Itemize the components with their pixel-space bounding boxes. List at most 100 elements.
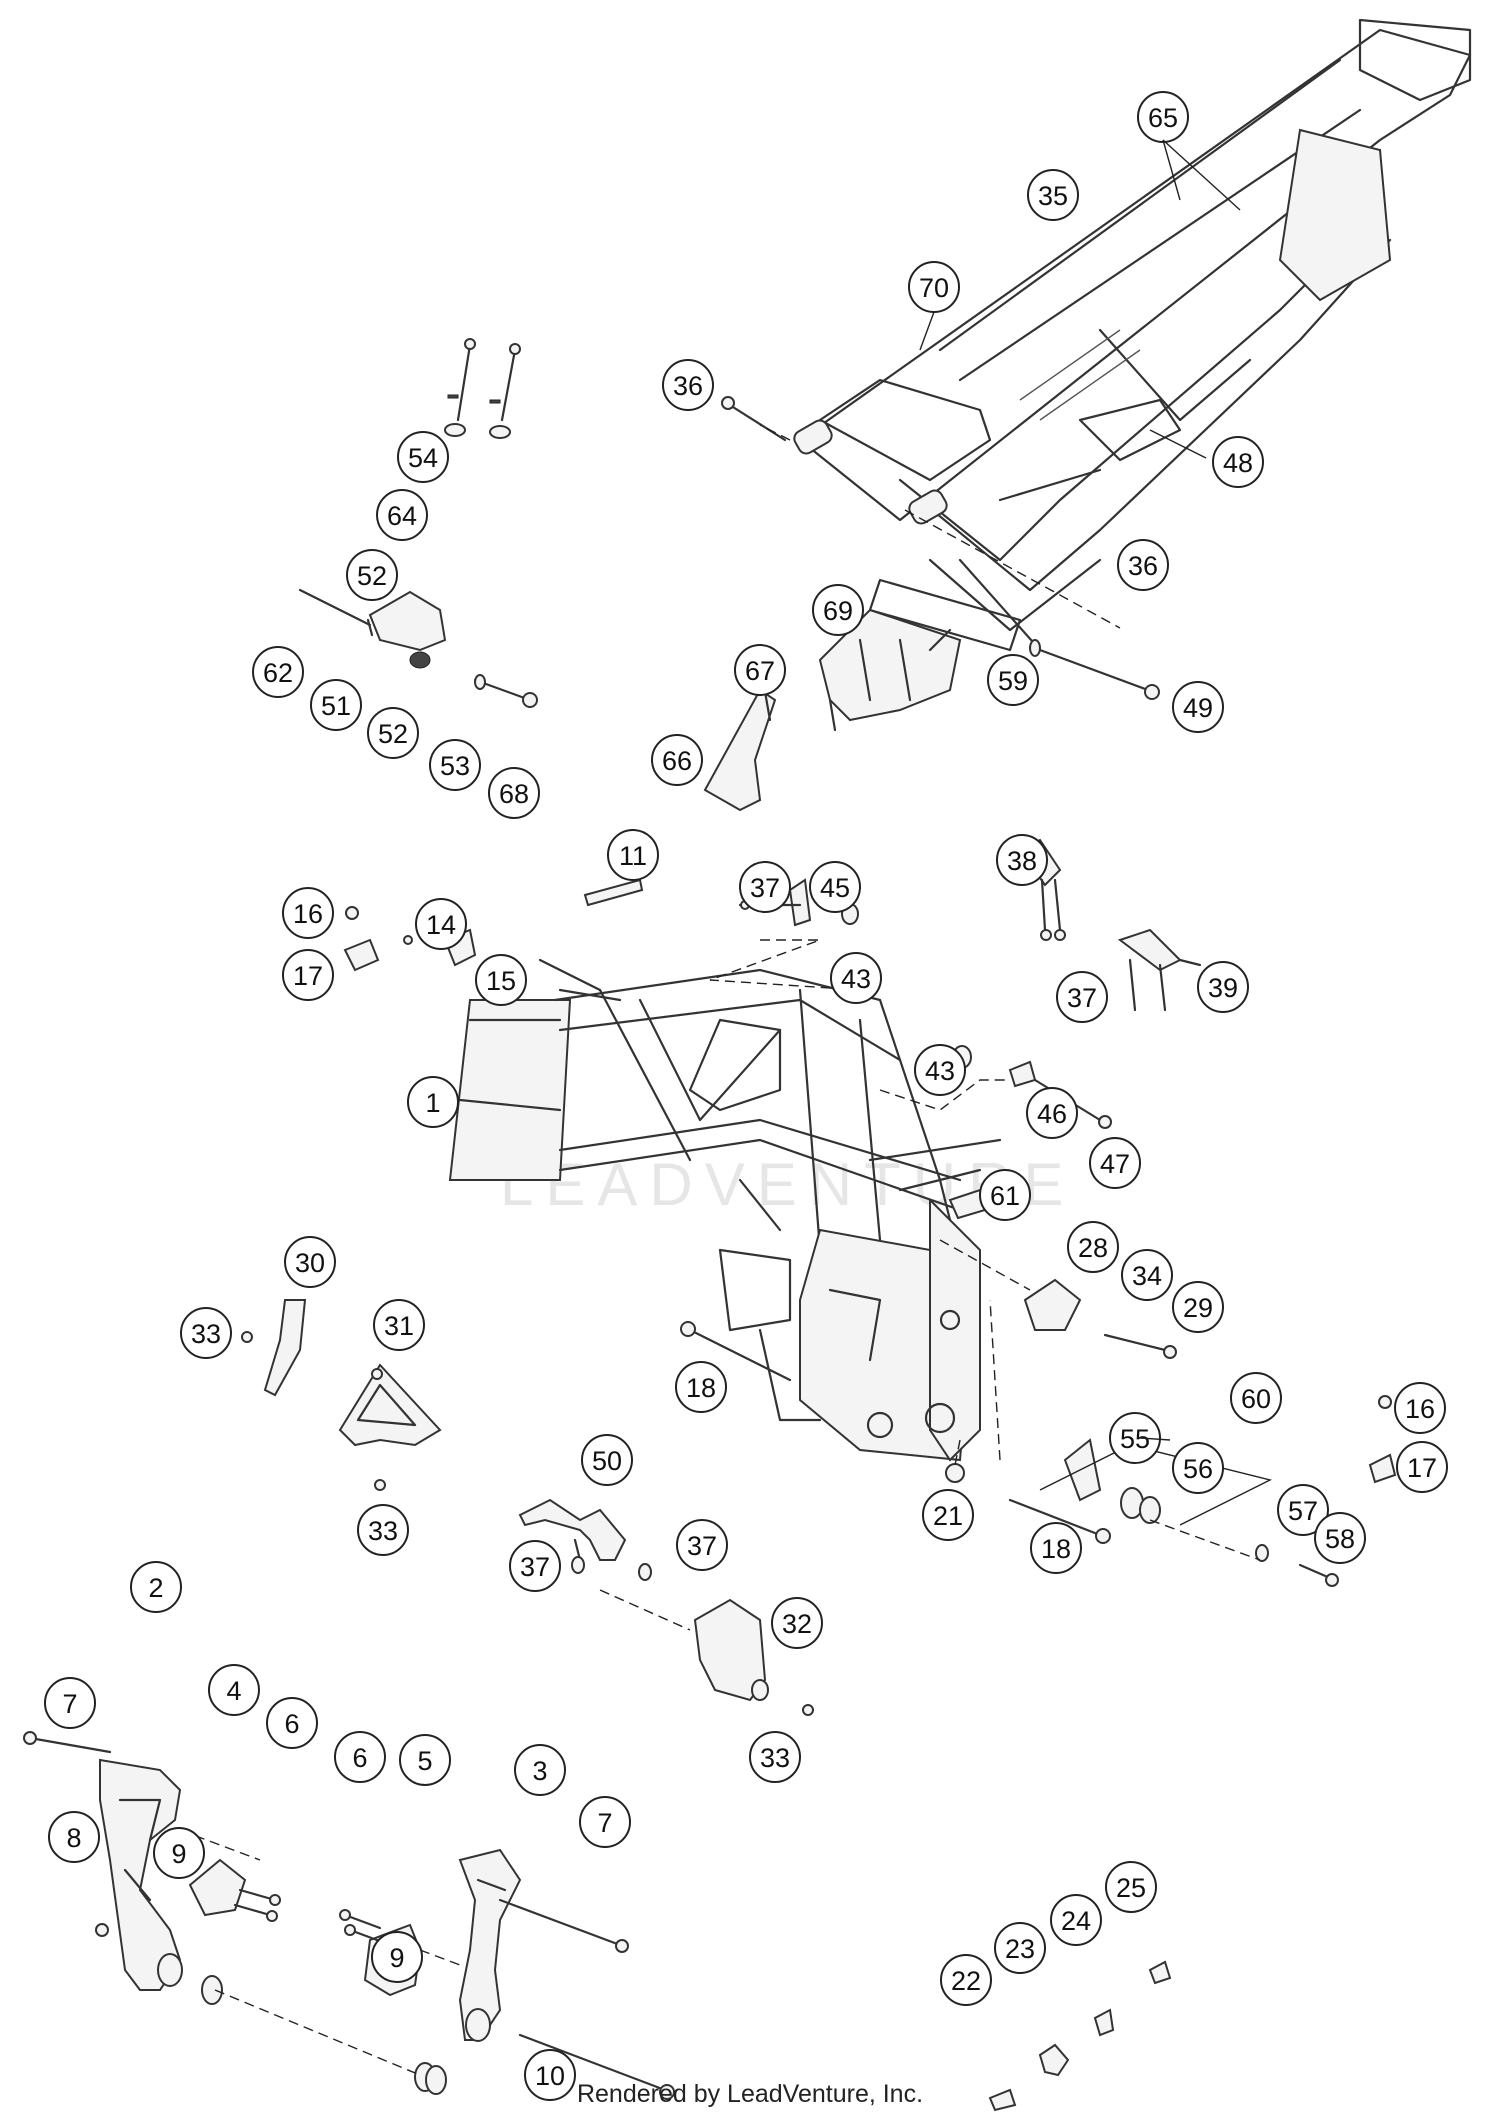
callout-label: 38 [1007,846,1037,876]
engine-mount-2 [23,1731,436,2092]
leader-dash [904,509,1121,629]
callout-label: 6 [352,1743,367,1773]
callout-7: 7 [579,1796,631,1848]
callout-label: 67 [745,656,775,686]
callout-label: 64 [387,501,417,531]
callout-label: 14 [426,910,456,940]
callout-label: 48 [1223,448,1253,478]
callout-24: 24 [1050,1894,1102,1946]
callout-label: 68 [499,779,529,809]
callout-48: 48 [1212,436,1264,488]
tube-crossmember [868,578,1022,652]
callout-35: 35 [1027,169,1079,221]
callout-18: 18 [675,1361,727,1413]
callout-label: 35 [1038,181,1068,211]
callout-7: 7 [44,1677,96,1729]
callout-28: 28 [1067,1221,1119,1273]
callout-59: 59 [987,654,1039,706]
hardware-22-25 [988,1960,1172,2112]
callout-36: 36 [1117,539,1169,591]
callout-label: 70 [919,273,949,303]
callout-label: 34 [1132,1261,1162,1291]
callout-10: 10 [524,2049,576,2101]
main-frame [448,958,1002,1462]
callout-label: 45 [820,873,850,903]
leader-dash [419,1949,461,1966]
callout-label: 37 [687,1531,717,1561]
callout-32: 32 [771,1597,823,1649]
spacer-9 [425,2065,447,2095]
callout-56: 56 [1172,1442,1224,1494]
callout-2: 2 [130,1561,182,1613]
callout-label: 69 [823,596,853,626]
callout-label: 5 [417,1746,432,1776]
callout-65: 65 [1137,91,1189,143]
callout-8: 8 [48,1811,100,1863]
credit-text: Rendered by LeadVenture, Inc. [576,2080,924,2108]
callout-label: 25 [1116,1873,1146,1903]
callout-5: 5 [399,1734,451,1786]
callout-label: 23 [1005,1934,1035,1964]
callout-21: 21 [922,1489,974,1541]
callout-67: 67 [734,644,786,696]
callout-label: 57 [1288,1496,1318,1526]
callout-64: 64 [376,489,428,541]
callout-33: 33 [749,1731,801,1783]
callout-label: 22 [951,1966,981,1996]
leader-dash [179,1829,261,1861]
callout-68: 68 [488,767,540,819]
callout-label: 37 [750,873,780,903]
callout-label: 31 [384,1311,414,1341]
bolt-36-upper [721,396,787,442]
bracket-assembly-51 [298,338,538,708]
callout-23: 23 [994,1922,1046,1974]
callout-label: 10 [535,2061,565,2091]
callout-17: 17 [1396,1441,1448,1493]
callout-label: 52 [357,561,387,591]
callout-16: 16 [282,887,334,939]
cover-31 [338,1363,442,1491]
callout-52: 52 [367,707,419,759]
leader-dash [214,1989,421,2076]
callout-label: 28 [1078,1233,1108,1263]
callout-37: 37 [676,1519,728,1571]
callout-label: 65 [1148,103,1178,133]
callout-9: 9 [371,1931,423,1983]
callout-label: 51 [321,691,351,721]
callout-61: 61 [979,1169,1031,1221]
callout-label: 29 [1183,1293,1213,1323]
callout-label: 17 [293,961,323,991]
callout-6: 6 [266,1697,318,1749]
clip-17-left [343,938,380,972]
leader-dash [759,424,791,441]
callout-30: 30 [284,1236,336,1288]
callout-label: 43 [925,1056,955,1086]
callout-label: 32 [782,1609,812,1639]
callout-14: 14 [415,898,467,950]
callout-label: 9 [389,1943,404,1973]
callout-15: 15 [475,954,527,1006]
callout-66: 66 [651,734,703,786]
callout-label: 37 [520,1552,550,1582]
callout-37: 37 [509,1540,561,1592]
callout-label: 49 [1183,693,1213,723]
callout-label: 56 [1183,1454,1213,1484]
callout-label: 58 [1325,1524,1355,1554]
callout-label: 4 [226,1676,241,1706]
callout-label: 53 [440,751,470,781]
bracket-50 [518,1498,691,1631]
callout-label: 37 [1067,983,1097,1013]
callout-54: 54 [397,431,449,483]
callout-58: 58 [1314,1512,1366,1564]
bolt-18-upper [680,1321,792,1382]
callout-62: 62 [252,646,304,698]
callout-33: 33 [180,1307,232,1359]
callout-label: 11 [619,841,647,871]
bracket-39 [1117,928,1202,1012]
callout-47: 47 [1089,1137,1141,1189]
callout-33: 33 [357,1504,409,1556]
callout-22: 22 [940,1954,992,2006]
callout-3: 3 [514,1744,566,1796]
